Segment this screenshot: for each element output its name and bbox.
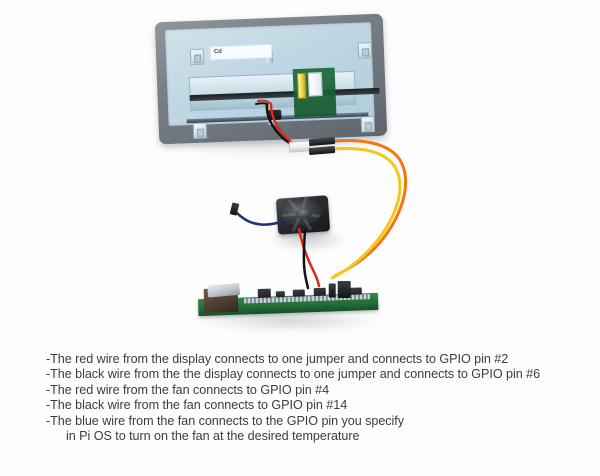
display-back-plate: Cd bbox=[169, 26, 380, 140]
fan-blue-wire bbox=[234, 210, 282, 226]
white-jumper-connector bbox=[288, 140, 312, 153]
fan-red-wire bbox=[297, 227, 321, 288]
fan-hub bbox=[295, 207, 313, 220]
fan-black-wire bbox=[302, 228, 310, 290]
blue-wire-jumper-end bbox=[229, 202, 240, 216]
yellow-jumper-wire bbox=[330, 147, 402, 280]
display-mount-bracket bbox=[357, 42, 373, 59]
caption-line: -The black wire from the the display con… bbox=[46, 367, 541, 382]
gpio-jumper-shell bbox=[328, 283, 336, 298]
yellow-capacitor bbox=[296, 72, 307, 99]
black-jumper-connector bbox=[308, 136, 336, 147]
orange-jumper-wire bbox=[332, 139, 408, 278]
display-sticker-label: Cd bbox=[209, 43, 273, 61]
sticker-mark: Cd bbox=[213, 48, 223, 56]
caption-line: -The red wire from the display connects … bbox=[46, 352, 509, 366]
raspberry-pi-board bbox=[197, 279, 379, 319]
display-mount-bracket bbox=[192, 122, 208, 140]
gpio-jumper-shell bbox=[337, 281, 351, 299]
black-jumper-connector bbox=[308, 145, 336, 156]
caption-line: -The black wire from the fan connects to… bbox=[46, 398, 348, 413]
wiring-diagram-photo: Cd bbox=[0, 0, 600, 348]
cooling-fan bbox=[275, 195, 331, 235]
display-mount-bracket bbox=[189, 48, 205, 66]
instruction-caption: -The red wire from the display connects … bbox=[46, 352, 566, 444]
lcd-display-back: Cd bbox=[154, 13, 388, 145]
display-mount-bracket bbox=[360, 116, 376, 133]
caption-line: -The blue wire from the fan connects to … bbox=[46, 413, 404, 428]
white-panel-connector bbox=[307, 72, 323, 97]
caption-line: -The red wire from the fan connects to G… bbox=[46, 382, 330, 397]
display-power-connector bbox=[268, 109, 282, 121]
caption-line: in Pi OS to turn on the fan at the desir… bbox=[66, 429, 360, 444]
